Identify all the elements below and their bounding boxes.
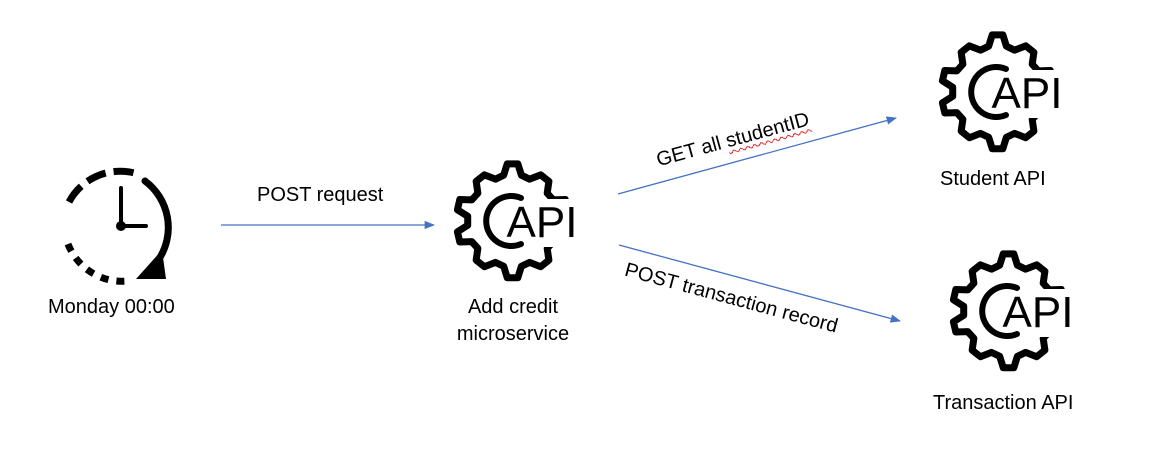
student-api-label: Student API [940,168,1046,190]
service-api-gear-icon [457,164,577,278]
post-transaction-arrow [618,244,902,323]
service-label-line2: microservice [456,323,570,345]
student-api-gear-icon [942,35,1062,149]
get-students-arrow [617,116,898,195]
trigger-label: Monday 00:00 [48,296,175,318]
clock-icon [64,167,172,285]
post-request-label: POST request [257,184,384,206]
service-label-line1: Add credit [467,296,559,318]
service-label: Add credit microservice [443,294,583,348]
transaction-api-label: Transaction API [933,392,1074,414]
transaction-api-gear-icon [953,254,1073,368]
